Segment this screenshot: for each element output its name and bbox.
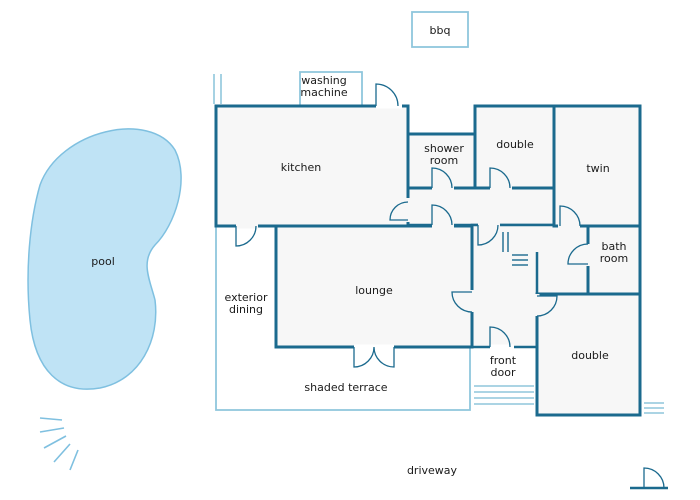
shower-room-label-line2: room — [430, 154, 458, 167]
shaded-terrace-area — [215, 226, 471, 411]
lounge-label: lounge — [355, 284, 393, 297]
kitchen-label: kitchen — [281, 161, 322, 174]
twin-room-label: twin — [586, 162, 609, 175]
door-lounge-hall-icon — [431, 204, 453, 226]
driveway-label: driveway — [407, 464, 458, 477]
exterior-dining-label-line1: exterior — [225, 291, 268, 304]
gate-icon — [630, 467, 668, 490]
washing-machine-label-line1: washing — [301, 74, 346, 87]
hallway — [406, 186, 556, 227]
exterior-dining-label-line2: dining — [229, 303, 263, 316]
pool-label: pool — [91, 255, 115, 268]
double-room-bottom — [535, 292, 642, 417]
door-shower-room-icon — [431, 167, 453, 189]
front-door-icon — [489, 326, 511, 348]
double-room-top — [473, 104, 556, 190]
door-washing-machine-icon — [375, 83, 399, 107]
double-room-bottom-label: double — [571, 349, 609, 362]
washing-machine-area — [299, 71, 363, 106]
hall-partitions — [535, 252, 640, 296]
door-lounge-terrace-icon — [353, 346, 395, 368]
door-double-top-icon — [489, 167, 511, 189]
door-entrance-hall-icon — [477, 224, 499, 246]
door-kitchen-exterior-icon — [235, 225, 257, 247]
bbq-area — [411, 11, 469, 48]
door-kitchen-hall-icon — [389, 201, 409, 221]
door-twin-icon — [559, 205, 581, 227]
front-door-label-line2: door — [491, 366, 516, 379]
bath-room-label-line1: bath — [601, 240, 626, 253]
bath-room-label-line2: room — [600, 252, 628, 265]
kitchen-room — [214, 104, 410, 228]
door-bath-room-icon — [567, 243, 589, 265]
side-steps-icon — [644, 402, 664, 414]
wall-marks — [213, 74, 222, 104]
double-room-top-label: double — [496, 138, 534, 151]
washing-machine-label-line2: machine — [300, 86, 348, 99]
front-door-label-line1: front — [490, 354, 517, 367]
shaded-terrace-label: shaded terrace — [304, 381, 387, 394]
pool — [27, 128, 182, 390]
sun-rays-icon — [39, 417, 79, 471]
bbq-label: bbq — [430, 24, 451, 37]
twin-room — [552, 104, 642, 228]
stairs-icon — [502, 232, 528, 266]
door-lounge-entrance-icon — [451, 291, 473, 313]
front-steps-icon — [474, 385, 534, 405]
door-double-bottom-icon — [536, 295, 558, 317]
shower-room-label-line1: shower — [424, 142, 464, 155]
